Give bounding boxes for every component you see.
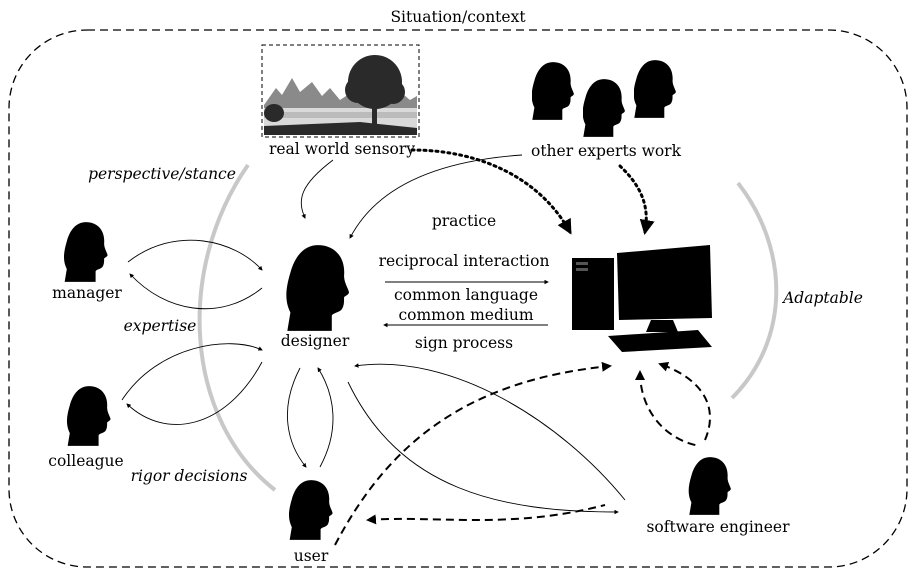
rigor-label: rigor decisions xyxy=(131,467,248,485)
designer-label: designer xyxy=(281,332,350,350)
left-stance-arc xyxy=(197,163,277,492)
solid-arrows xyxy=(121,154,626,515)
context-boundary xyxy=(8,29,908,568)
right-adaptable-arc xyxy=(730,181,779,400)
dotted-arrows xyxy=(410,148,655,235)
context-title: Situation/context xyxy=(390,8,526,26)
real-world-label: real world sensory xyxy=(269,140,415,158)
colleague-label: colleague xyxy=(48,452,123,470)
software-engineer-label: software engineer xyxy=(646,518,790,536)
manager-label: manager xyxy=(52,284,122,302)
manager-head-icon xyxy=(63,222,108,282)
reciprocal-label: reciprocal interaction xyxy=(379,252,550,270)
perspective-label: perspective/stance xyxy=(88,165,236,183)
expert-head-icon xyxy=(583,79,625,137)
expert-head-icon xyxy=(634,60,676,118)
software-engineer-head-icon xyxy=(688,457,731,515)
common-language-label: common language xyxy=(394,286,538,304)
dashed-arrows xyxy=(334,361,711,546)
colleague-head-icon xyxy=(66,386,111,446)
real-world-scene-image xyxy=(261,44,420,138)
user-label: user xyxy=(294,547,329,565)
practice-label: practice xyxy=(432,212,496,230)
expert-head-icon xyxy=(532,62,574,120)
common-medium-label: common medium xyxy=(398,306,533,324)
adaptable-label: Adaptable xyxy=(781,289,863,307)
sign-process-label: sign process xyxy=(415,334,513,352)
other-experts-label: other experts work xyxy=(531,142,682,160)
expertise-label: expertise xyxy=(124,317,197,335)
designer-head-icon xyxy=(286,245,349,331)
computer-icon xyxy=(572,245,712,352)
user-head-icon xyxy=(288,480,333,540)
